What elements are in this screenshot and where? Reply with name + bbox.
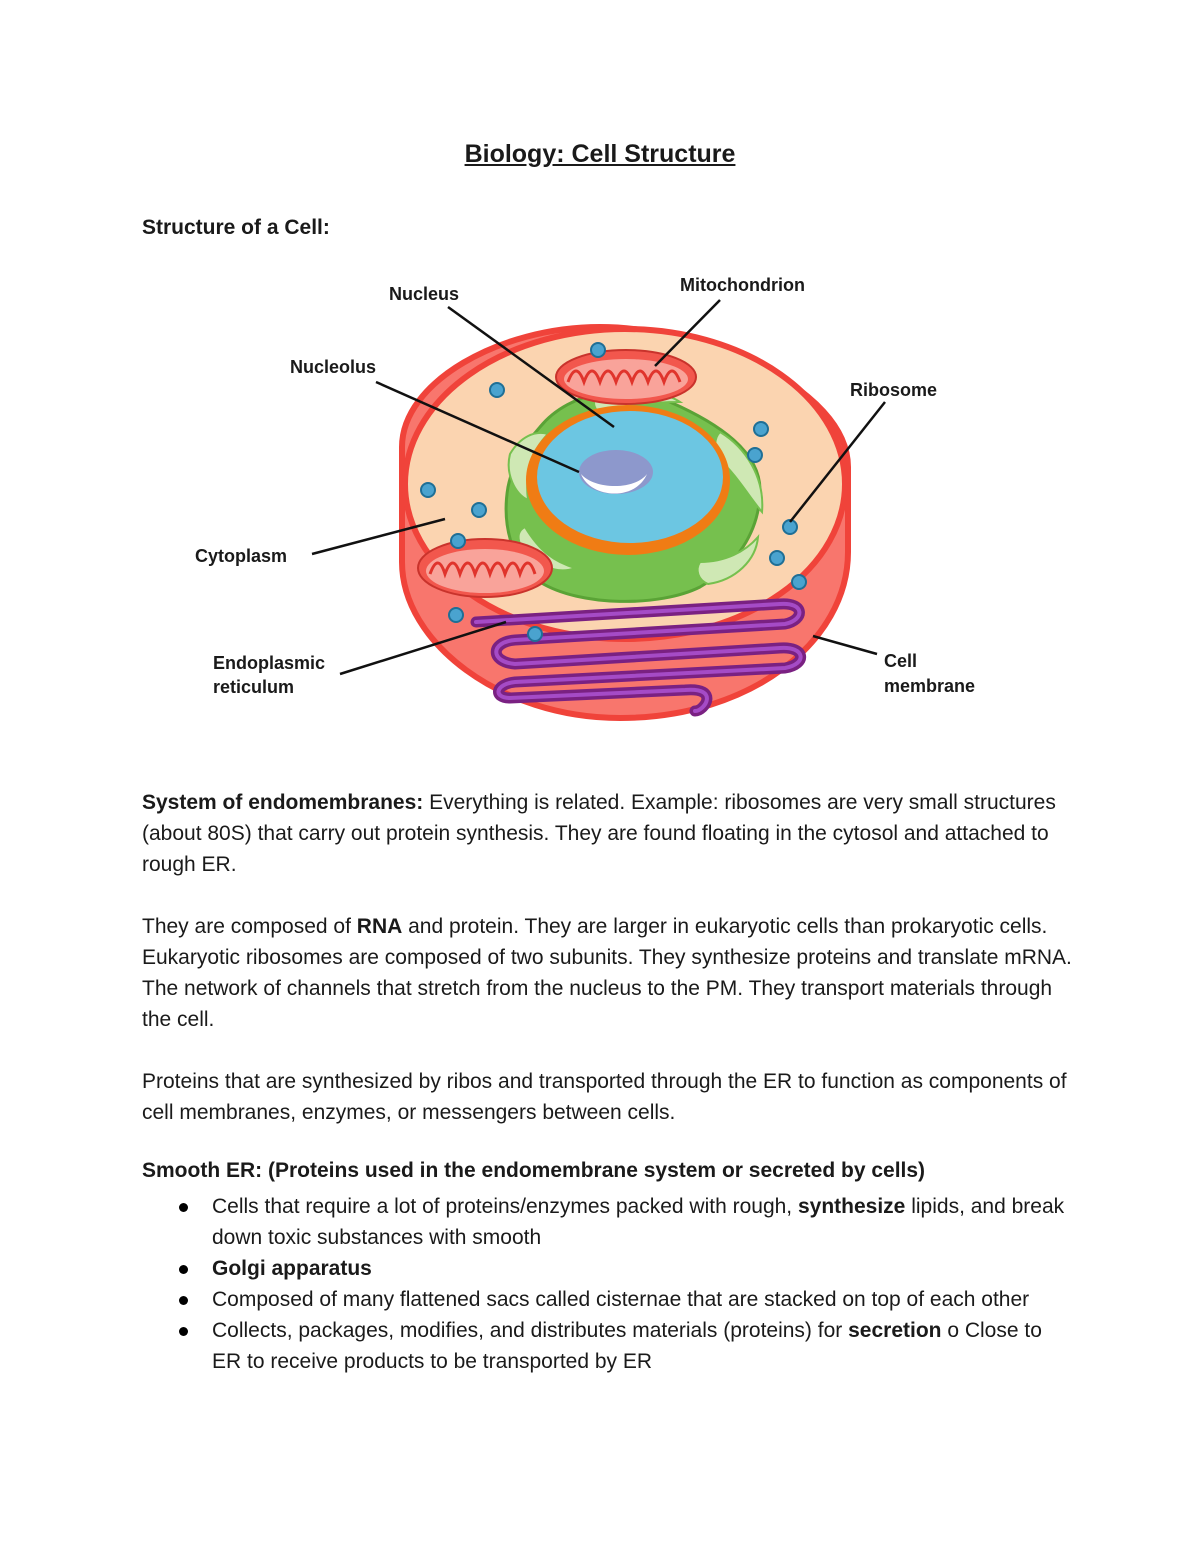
paragraph-text: and protein. They are larger in eukaryot… xyxy=(142,915,1072,1031)
smooth-er-heading: Smooth ER: (Proteins used in the endomem… xyxy=(142,1159,926,1182)
paragraph-lead: System of endomembranes: xyxy=(142,791,424,814)
mitochondrion-left xyxy=(417,538,553,598)
bullet-text: Collects, packages, modifies, and distri… xyxy=(212,1319,849,1342)
bullet-bold: synthesize xyxy=(797,1195,906,1218)
label-ribosome: Ribosome xyxy=(850,380,937,400)
bullet-list: Cells that require a lot of proteins/enz… xyxy=(142,1191,1072,1377)
bullet-bold: secretion xyxy=(848,1319,942,1342)
cell-diagram: Nucleus Mitochondrion Nucleolus Ribosome… xyxy=(195,275,975,722)
list-item: Cells that require a lot of proteins/enz… xyxy=(142,1191,1072,1253)
section-heading: Structure of a Cell: xyxy=(142,216,330,239)
list-item: Golgi apparatus xyxy=(142,1253,1072,1284)
list-item: Composed of many flattened sacs called c… xyxy=(142,1284,1072,1315)
label-membrane-line1: Cell xyxy=(884,651,917,671)
bullet-text: lipids, and break down toxic substances … xyxy=(212,1195,1065,1249)
label-er-line2: reticulum xyxy=(213,677,294,697)
paragraph-ribosomes: They are composed of RNA and protein. Th… xyxy=(142,911,1072,1035)
label-nucleolus: Nucleolus xyxy=(290,357,376,377)
bullet-text: o Close to ER to receive products to be … xyxy=(212,1319,1042,1373)
bold-rna: RNA xyxy=(356,915,403,938)
label-nucleus: Nucleus xyxy=(389,284,459,304)
label-mitochondrion: Mitochondrion xyxy=(680,275,805,295)
mitochondrion-top xyxy=(555,349,697,405)
paragraph-text: Everything is related. Example: ribosome… xyxy=(142,791,1056,876)
bullet-bold: Golgi apparatus xyxy=(212,1257,372,1280)
bullet-text: Composed of many flattened sacs called c… xyxy=(212,1288,1030,1311)
bullet-dot xyxy=(179,1296,188,1305)
paragraph-proteins: Proteins that are synthesized by ribos a… xyxy=(142,1070,1067,1124)
ribosomes xyxy=(420,342,807,642)
label-membrane-line2: membrane xyxy=(884,676,975,696)
bullet-dot xyxy=(179,1203,188,1212)
label-er-line1: Endoplasmic xyxy=(213,653,325,673)
paragraph-text: They are composed of xyxy=(142,915,357,938)
leader-lines xyxy=(311,299,886,676)
bullet-text: Cells that require a lot of proteins/enz… xyxy=(212,1195,798,1218)
list-item: Collects, packages, modifies, and distri… xyxy=(142,1315,1072,1377)
paragraph-endomembranes: System of endomembranes: Everything is r… xyxy=(142,787,1072,880)
label-cytoplasm: Cytoplasm xyxy=(195,546,287,566)
bullet-dot xyxy=(179,1265,188,1274)
bullet-dot xyxy=(179,1327,188,1336)
page-title: Biology: Cell Structure xyxy=(464,140,736,168)
